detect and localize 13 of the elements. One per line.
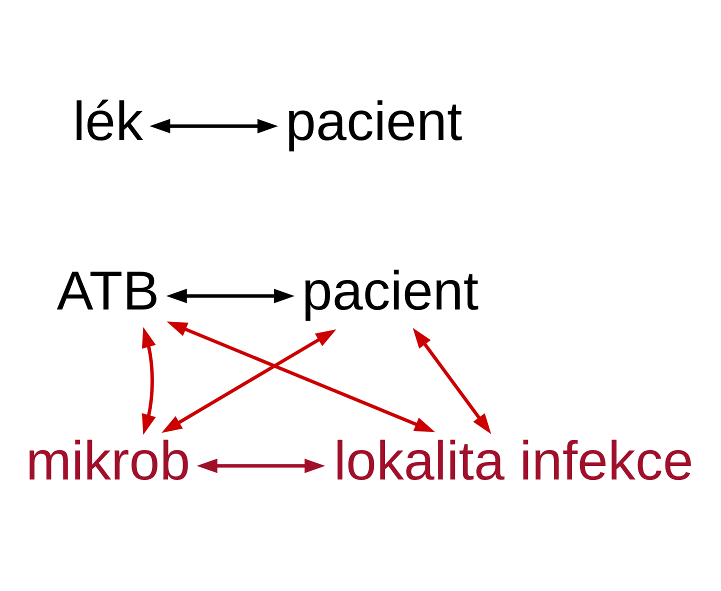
arrow <box>150 118 278 133</box>
arrow <box>166 288 295 303</box>
arrow <box>196 458 326 473</box>
node-text: pacient <box>286 89 462 152</box>
arrow <box>162 328 336 432</box>
node-text: mikrob <box>26 429 190 492</box>
arrow <box>412 327 492 434</box>
arrow <box>166 321 436 432</box>
node-text: ATB <box>56 259 160 322</box>
arrow <box>142 326 156 434</box>
node-text: lokalita infekce <box>334 429 694 492</box>
node-text: lék <box>73 89 144 152</box>
node-text: pacient <box>302 259 479 322</box>
